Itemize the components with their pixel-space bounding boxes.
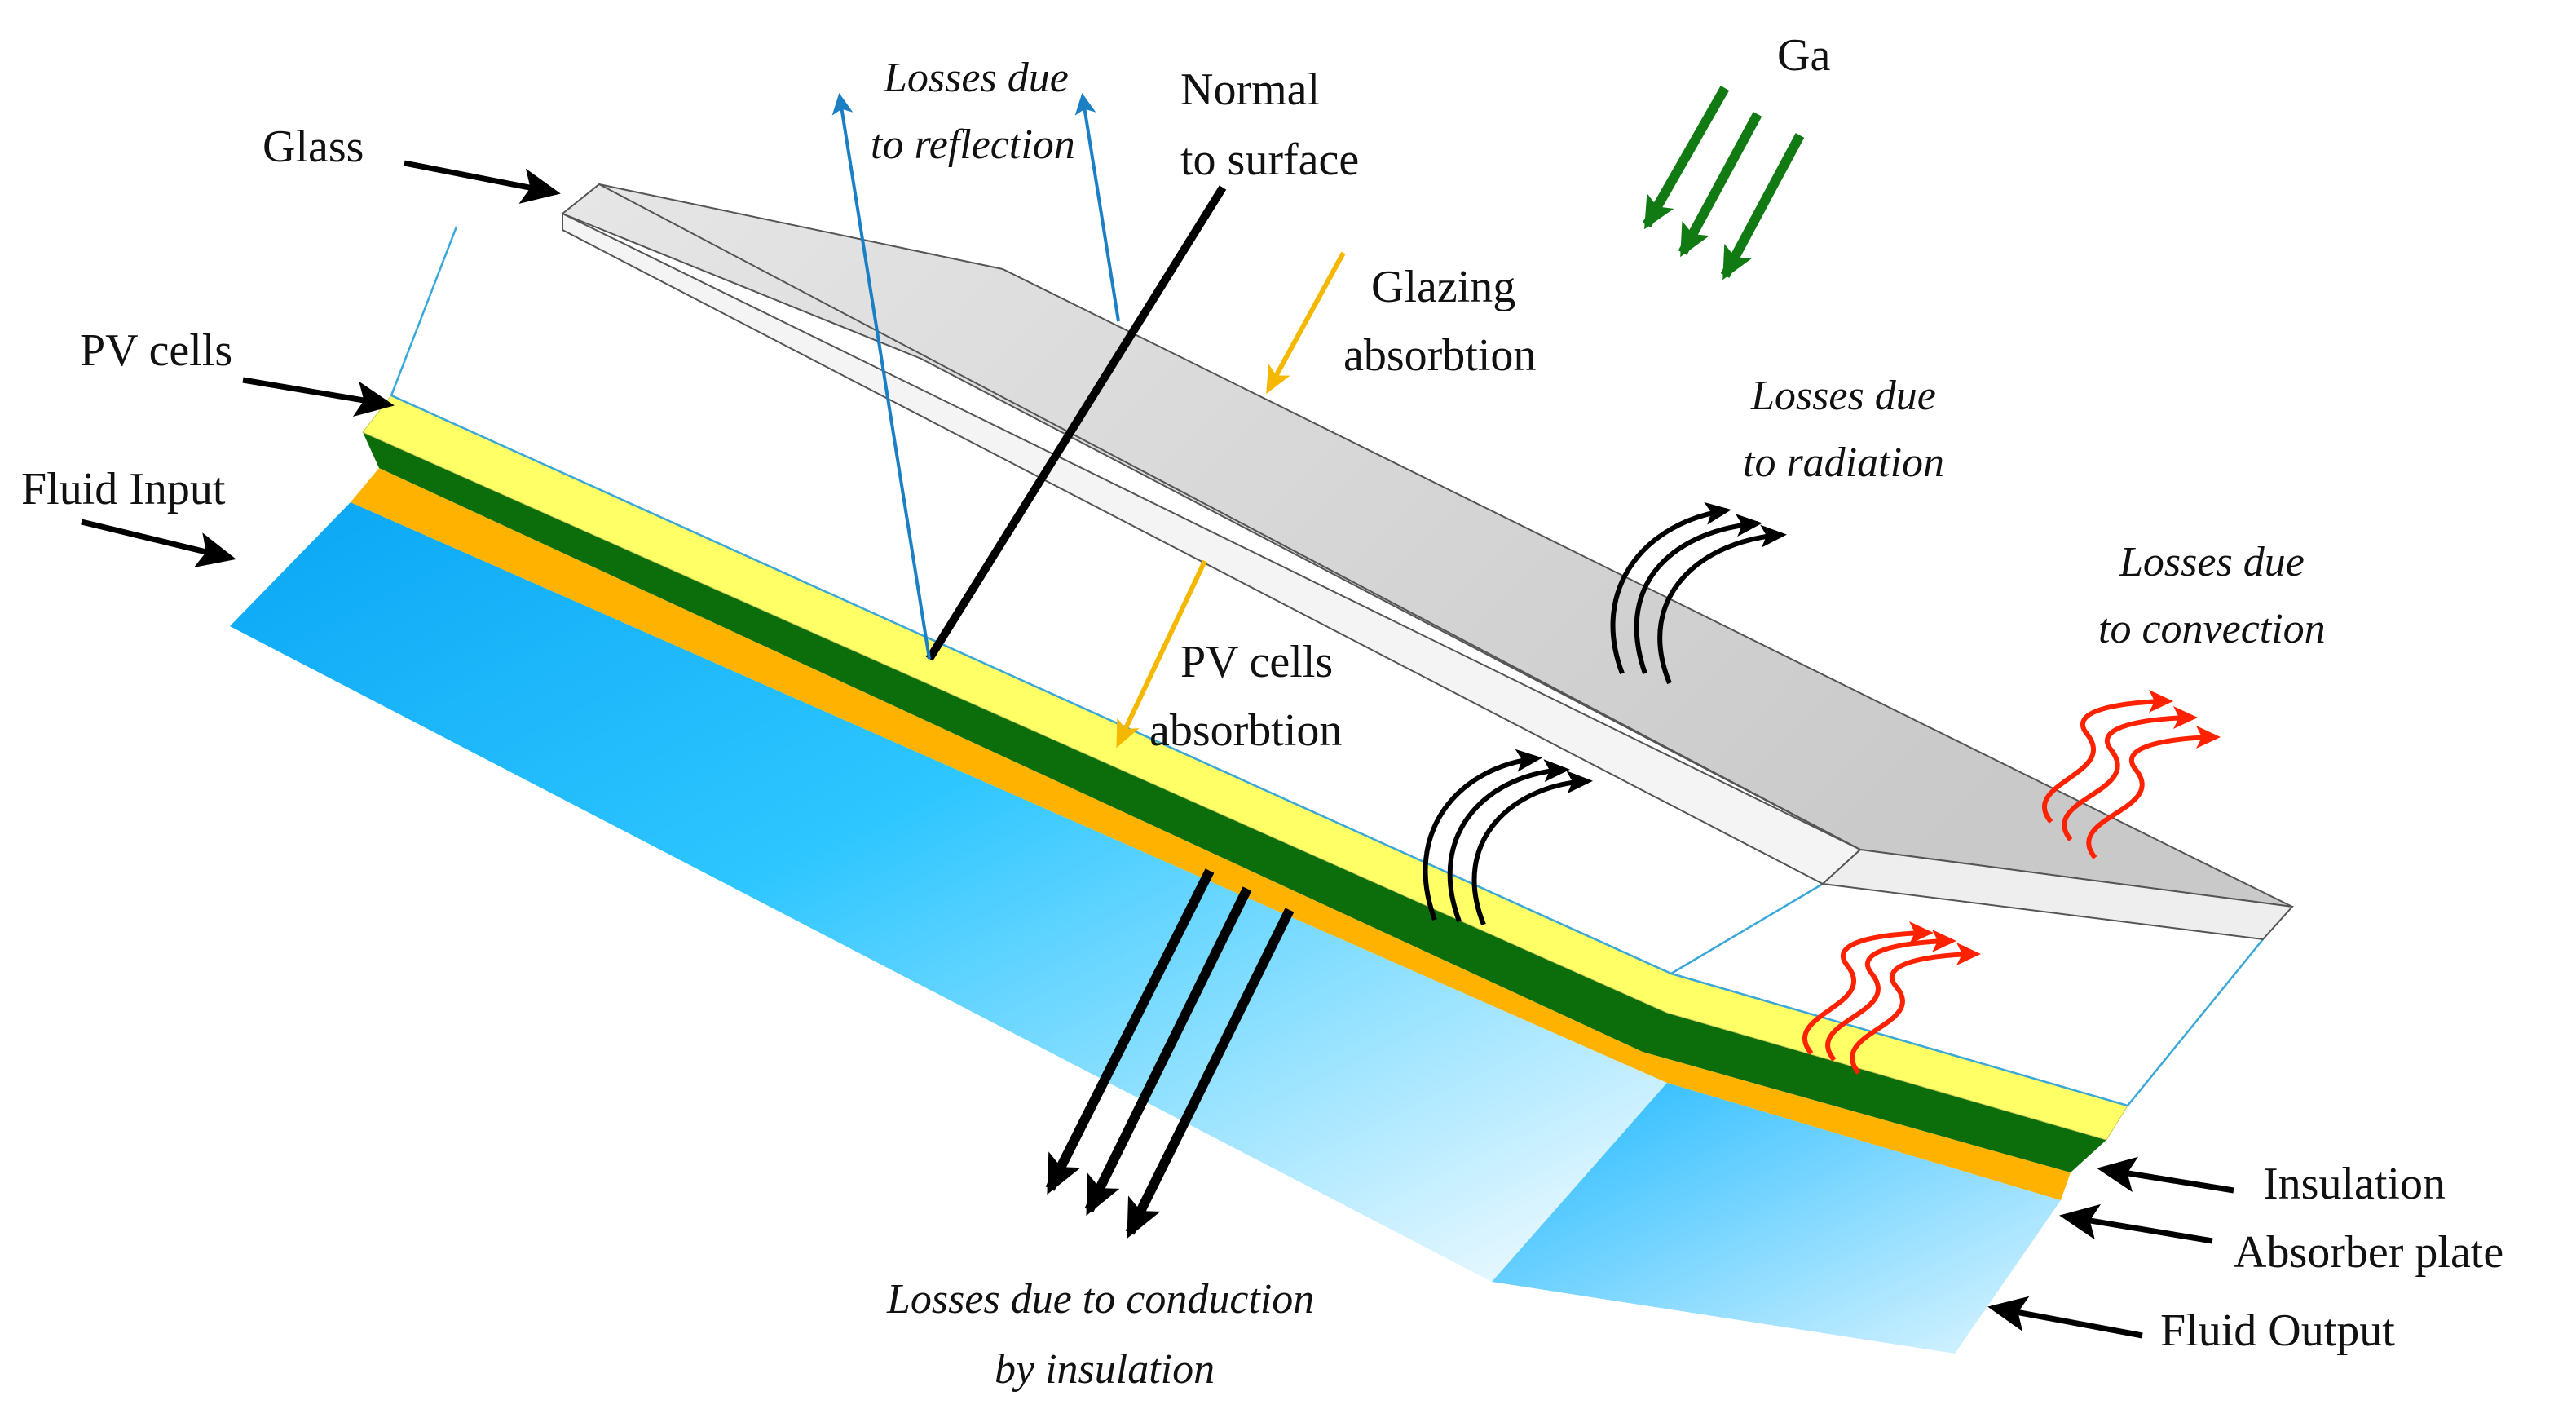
air-gap-lower-right-edge: [1670, 972, 2128, 1107]
reflection-arrow-1: [831, 93, 931, 660]
convection-wave-1: [2042, 690, 2173, 824]
label-ga: Ga: [1777, 30, 1830, 81]
absorber-plate-layer: [351, 468, 2071, 1200]
label-losses-radiation-line1: Losses due: [1750, 373, 1936, 419]
label-losses-reflection-line1: Losses due: [883, 55, 1069, 101]
fluid-input-pointer: [81, 519, 236, 567]
normal-line: [925, 185, 1227, 661]
label-losses-reflection-line2: to reflection: [871, 121, 1075, 168]
radiation-curve-1: [1610, 501, 1731, 675]
fluid-output-pointer: [1987, 1296, 2143, 1339]
glazing-absorption-arrow: [1266, 251, 1346, 395]
convection-wave-3: [2086, 726, 2221, 859]
convection-wave-6: [1850, 943, 1981, 1075]
ga-arrow-3: [1720, 133, 1805, 280]
insulation-pointer: [2097, 1156, 2234, 1194]
conduction-arrow-1: [1045, 868, 1215, 1195]
labels: Glass PV cells Fluid Input Losses due to…: [21, 30, 2503, 1393]
reflection-group: [831, 93, 1227, 661]
label-normal-line1: Normal: [1180, 64, 1320, 115]
label-fluid-input: Fluid Input: [21, 464, 226, 514]
label-losses-convection-line2: to convection: [2098, 606, 2326, 652]
ga-arrow-2: [1678, 112, 1762, 258]
radiation-curve-6: [1471, 771, 1593, 926]
label-glazing-line2: absorbtion: [1343, 330, 1536, 381]
label-conduction-line2: by insulation: [995, 1346, 1215, 1393]
fluid-channel: [230, 502, 1667, 1282]
conduction-arrow-2: [1084, 886, 1252, 1217]
conduction-arrow-3: [1125, 908, 1295, 1239]
pointer-arrows: [81, 160, 2234, 1339]
radiation-curve-3: [1657, 524, 1787, 685]
label-normal-line2: to surface: [1180, 135, 1359, 185]
absorber-pointer: [2059, 1203, 2213, 1244]
radiation-losses-lower: [1423, 749, 1593, 926]
air-gap-front-edge: [1670, 882, 1824, 975]
label-fluid-output: Fluid Output: [2160, 1305, 2395, 1356]
convection-losses-lower: [1802, 921, 1981, 1075]
radiation-curve-2: [1634, 514, 1762, 674]
label-losses-convection-line1: Losses due: [2119, 539, 2305, 585]
glass-cover-end-edge: [1820, 848, 2295, 941]
glass-pointer: [404, 160, 561, 204]
convection-wave-5: [1825, 930, 1956, 1062]
label-losses-radiation-line2: to radiation: [1743, 439, 1944, 486]
label-absorber-plate: Absorber plate: [2234, 1227, 2503, 1278]
pv-cells-pointer: [242, 377, 395, 417]
conduction-losses: [1045, 868, 1295, 1239]
glass-ridge-line: [598, 183, 1861, 850]
convection-wave-2: [2062, 706, 2198, 841]
air-gap-bottom-edge: [390, 394, 1672, 975]
label-glass: Glass: [262, 121, 364, 172]
label-pv-absorption-line2: absorbtion: [1149, 705, 1342, 756]
radiation-curve-4: [1423, 749, 1542, 921]
ga-arrow-1: [1642, 86, 1730, 230]
air-gap-right-edge: [2127, 938, 2264, 1106]
pv-absorption-arrow: [1116, 559, 1207, 749]
label-insulation: Insulation: [2263, 1159, 2446, 1209]
insulation-layer: [363, 432, 2106, 1172]
convection-losses-upper: [2042, 690, 2221, 859]
label-glazing-line1: Glazing: [1371, 262, 1515, 312]
label-pv-absorption-line1: PV cells: [1180, 637, 1333, 687]
radiation-losses-upper: [1610, 501, 1787, 685]
label-conduction-line1: Losses due to conduction: [886, 1276, 1314, 1323]
fluid-channel-end: [1492, 1083, 2061, 1354]
air-gap-left-edge: [390, 226, 458, 396]
label-pv-cells: PV cells: [80, 325, 232, 376]
radiation-curve-5: [1447, 759, 1570, 923]
collector-body: [230, 183, 2295, 1354]
solar-irradiance-arrows: [1642, 86, 1805, 280]
convection-wave-4: [1802, 921, 1934, 1055]
reflection-arrow-2: [1074, 93, 1120, 322]
